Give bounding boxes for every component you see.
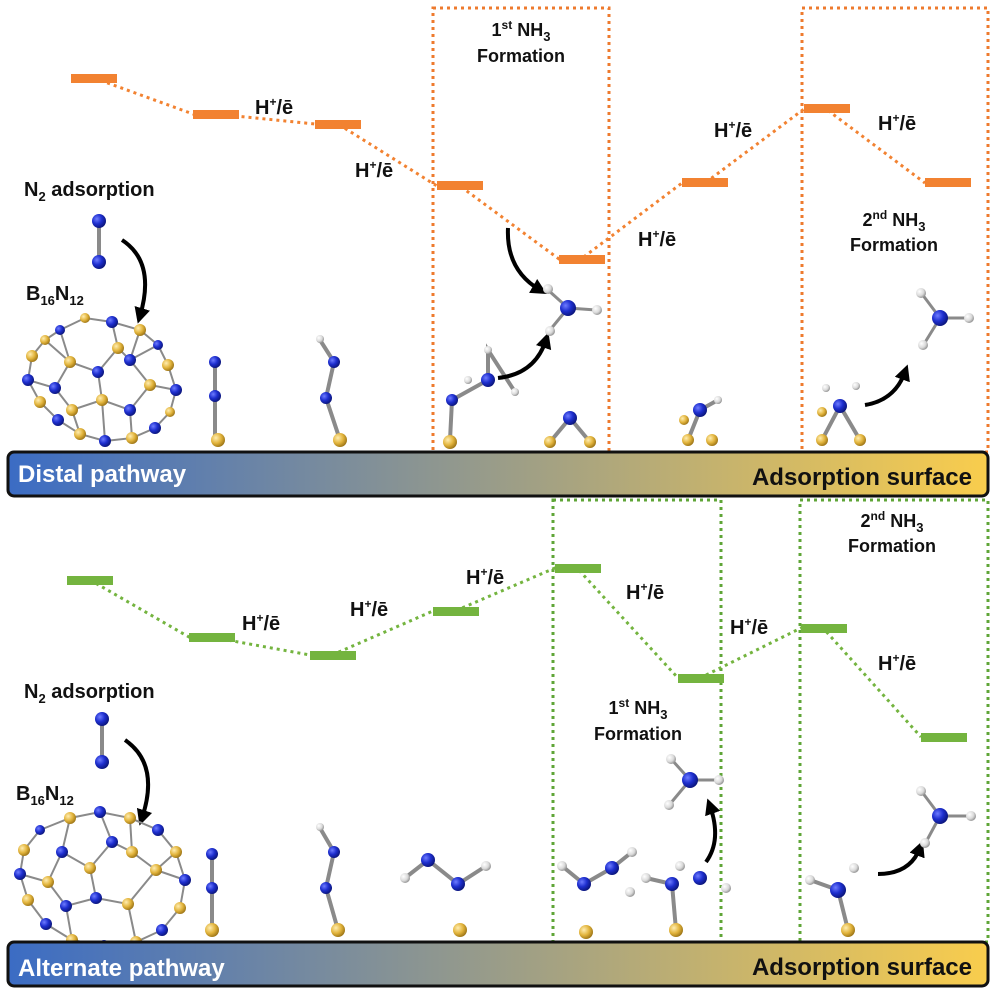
distal-first-nh3-box — [431, 6, 611, 454]
distal-level-4 — [437, 181, 483, 190]
distal-cluster-label: B16N12 — [26, 283, 84, 308]
alternate-surface-label: Adsorption surface — [752, 954, 972, 981]
molecule-icon — [209, 356, 225, 447]
distal-surface-label: Adsorption surface — [752, 464, 972, 491]
molecule-icon — [557, 847, 637, 939]
curved-arrow-icon — [497, 332, 552, 380]
alternate-first-nh3-title: 1st NH3 — [609, 696, 668, 722]
distal-pathway-bar: Distal pathway Adsorption surface — [6, 450, 990, 498]
alternate-step-label: H+/ē — [730, 615, 768, 639]
molecule-icon — [316, 335, 347, 447]
alternate-level-7 — [801, 624, 847, 633]
alternate-level-3 — [310, 651, 356, 660]
distal-second-nh3-title: 2nd NH3 — [863, 208, 926, 234]
molecule-icon — [664, 754, 724, 810]
cage-cluster-icon — [22, 313, 182, 447]
distal-step-label: H+/ē — [878, 111, 916, 135]
alternate-level-4 — [433, 607, 479, 616]
distal-step-label: H+/ē — [638, 227, 676, 251]
molecule-icon — [92, 214, 106, 269]
distal-second-nh3-box — [800, 6, 990, 454]
distal-second-nh3-formation: Formation — [850, 235, 938, 255]
alternate-first-nh3-formation: Formation — [594, 724, 682, 744]
distal-step-label: H+/ē — [255, 95, 293, 119]
alternate-level-6 — [678, 674, 724, 683]
alternate-second-nh3-box — [798, 498, 990, 944]
distal-n2-adsorption-label: N2 adsorption — [24, 179, 155, 204]
alternate-pathway-label: Alternate pathway — [18, 955, 225, 982]
alternate-step-label: H+/ē — [242, 611, 280, 635]
distal-level-1 — [71, 74, 117, 83]
alternate-step-label: H+/ē — [350, 597, 388, 621]
alternate-step-label: H+/ē — [626, 580, 664, 604]
alternate-cluster-label: B16N12 — [16, 783, 74, 808]
distal-step-label: H+/ē — [355, 158, 393, 182]
curved-arrow-icon — [123, 738, 153, 826]
distal-level-2 — [193, 110, 239, 119]
distal-first-nh3-formation: Formation — [477, 46, 565, 66]
distal-level-7 — [804, 104, 850, 113]
curved-arrow-icon — [864, 364, 910, 407]
molecule-icon — [916, 288, 974, 350]
alternate-level-8 — [921, 733, 967, 742]
molecule-icon — [805, 863, 859, 937]
distal-level-6 — [682, 178, 728, 187]
molecule-icon — [443, 343, 519, 449]
curved-arrow-icon — [877, 840, 925, 876]
alternate-level-5 — [555, 564, 601, 573]
alternate-energy-profile — [67, 564, 967, 742]
distal-step-label: H+/ē — [714, 118, 752, 142]
distal-level-8 — [925, 178, 971, 187]
molecule-icon — [543, 284, 602, 336]
alternate-step-label: H+/ē — [878, 651, 916, 675]
molecule-icon — [916, 786, 976, 848]
molecule-icon — [544, 411, 596, 448]
molecule-icon — [679, 396, 722, 446]
molecule-icon — [316, 823, 345, 937]
molecule-icon — [95, 712, 109, 769]
distal-panel: H+/ē H+/ē H+/ē H+/ē H+/ē 1st NH3 Formati… — [6, 6, 990, 498]
alternate-connector-line — [89, 566, 923, 739]
alternate-panel: H+/ē H+/ē H+/ē H+/ē H+/ē H+/ē 1st NH3 Fo… — [6, 498, 990, 988]
molecule-icon — [400, 853, 491, 937]
alternate-step-label: H+/ē — [466, 565, 504, 589]
alternate-level-1 — [67, 576, 113, 585]
alternate-n2-adsorption-label: N2 adsorption — [24, 681, 155, 706]
curved-arrow-icon — [704, 798, 721, 864]
cage-cluster-icon — [14, 806, 191, 952]
alternate-second-nh3-formation: Formation — [848, 536, 936, 556]
distal-level-3 — [315, 120, 361, 129]
alternate-pathway-bar: Alternate pathway Adsorption surface — [6, 940, 990, 988]
distal-level-5 — [559, 255, 605, 264]
molecule-icon — [205, 848, 219, 937]
curved-arrow-icon — [505, 227, 547, 295]
alternate-second-nh3-title: 2nd NH3 — [861, 509, 924, 535]
distal-first-nh3-title: 1st NH3 — [492, 18, 551, 44]
distal-pathway-label: Distal pathway — [18, 461, 187, 488]
curved-arrow-icon — [120, 238, 150, 324]
distal-energy-profile — [71, 74, 971, 264]
alternate-level-2 — [189, 633, 235, 642]
molecule-icon — [816, 382, 866, 446]
molecule-icon — [641, 861, 731, 937]
